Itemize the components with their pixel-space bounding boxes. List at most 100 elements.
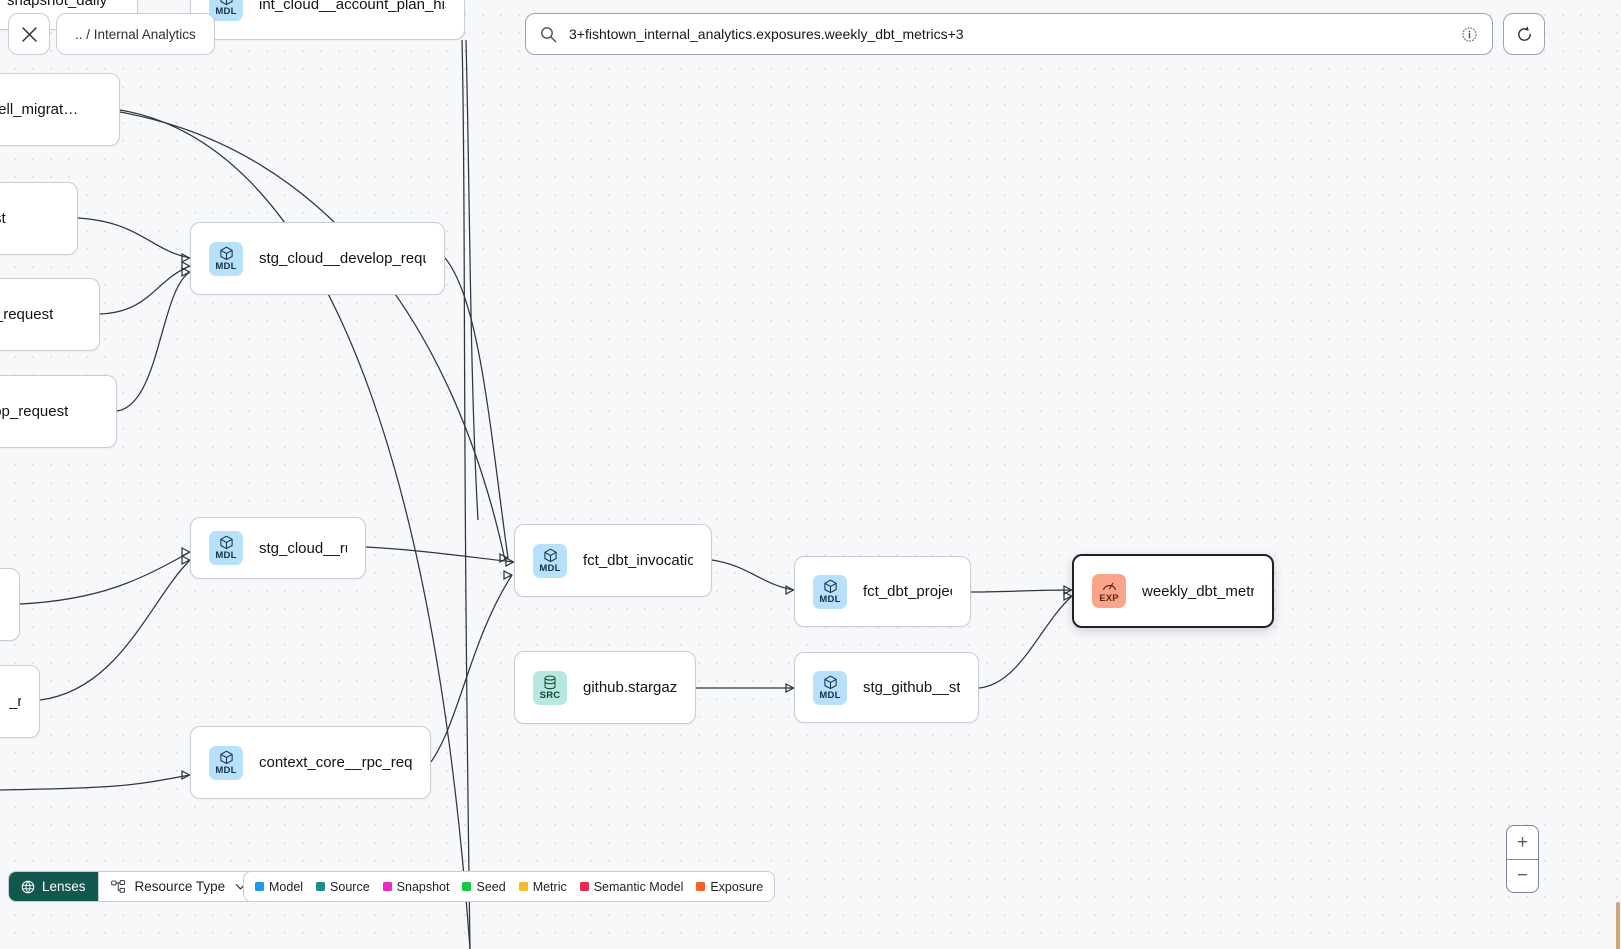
legend-swatch bbox=[462, 882, 472, 891]
lineage-node[interactable]: MDL_run bbox=[0, 665, 40, 738]
database-icon bbox=[544, 675, 556, 689]
node-type-badge-mdl: MDL bbox=[209, 0, 243, 21]
legend-label: Semantic Model bbox=[593, 879, 684, 894]
refresh-icon bbox=[1517, 25, 1531, 41]
legend-label: Metric bbox=[532, 879, 567, 894]
lineage-edge bbox=[365, 546, 515, 563]
edge-arrowhead bbox=[181, 260, 191, 272]
lineage-node[interactable]: MDLvelop_request bbox=[0, 278, 100, 351]
edge-arrowhead bbox=[181, 769, 191, 781]
lineage-node[interactable]: SRC github.stargazers bbox=[514, 651, 696, 724]
node-label: stg_github__stars bbox=[863, 679, 960, 696]
node-type-badge-label: MDL bbox=[215, 764, 237, 776]
legend-item-seed[interactable]: Seed bbox=[462, 879, 506, 894]
lineage-edge bbox=[119, 111, 506, 561]
edge-arrowhead bbox=[181, 554, 191, 566]
refresh-lineage-button[interactable] bbox=[1503, 13, 1545, 55]
node-label: weekly_dbt_metrics bbox=[1142, 582, 1254, 600]
cube-icon bbox=[219, 750, 233, 764]
resource-type-legend: Model Source Snapshot Seed Metric Semantic Mo… bbox=[243, 871, 776, 902]
lineage-node[interactable]: MDLn bbox=[0, 568, 20, 641]
legend-swatch bbox=[579, 882, 589, 891]
zoom-controls: + − bbox=[1506, 825, 1539, 893]
legend-swatch bbox=[518, 882, 528, 891]
edge-arrowhead bbox=[1063, 584, 1073, 596]
legend-item-model[interactable]: Model bbox=[255, 880, 303, 894]
info-icon[interactable] bbox=[1461, 26, 1478, 43]
node-type-badge-label: MDL bbox=[819, 689, 841, 701]
lineage-edge bbox=[978, 595, 1073, 689]
node-type-badge-mdl: MDL bbox=[209, 531, 243, 565]
node-type-badge-label: MDL bbox=[539, 562, 561, 574]
legend-item-semantic-model[interactable]: Semantic Model bbox=[579, 879, 684, 894]
legend-label: Source bbox=[330, 879, 370, 894]
lineage-edge bbox=[99, 265, 191, 315]
lineage-node[interactable]: MDL context_core__rpc_request bbox=[190, 726, 431, 799]
node-type-badge-mdl: MDL bbox=[813, 670, 847, 705]
lenses-button[interactable]: Lenses bbox=[9, 872, 98, 901]
lineage-edge bbox=[444, 257, 509, 559]
lineage-node[interactable]: MDL_develop_request bbox=[0, 375, 117, 448]
edge-arrowhead bbox=[181, 546, 191, 558]
edge-arrowhead bbox=[181, 266, 191, 278]
vertical-scrollbar-thumb[interactable] bbox=[1616, 902, 1620, 949]
edge-arrowhead bbox=[785, 682, 795, 694]
lineage-node[interactable]: EXP weekly_dbt_metrics bbox=[1072, 554, 1274, 628]
legend-item-source[interactable]: Source bbox=[316, 880, 370, 894]
lens-controls: Lenses Resource Type bbox=[8, 871, 261, 902]
cube-icon bbox=[219, 0, 233, 6]
node-label: context_core__rpc_request bbox=[259, 754, 412, 771]
zoom-out-button[interactable]: − bbox=[1507, 859, 1538, 892]
lineage-edge bbox=[970, 589, 1073, 593]
resource-type-button[interactable]: Resource Type bbox=[97, 872, 260, 901]
legend-item-snapshot[interactable]: Snapshot bbox=[382, 879, 450, 894]
legend-swatch bbox=[316, 882, 326, 891]
node-type-badge-exp: EXP bbox=[1092, 574, 1126, 608]
resource-type-label: Resource Type bbox=[134, 879, 226, 894]
legend-item-exposure[interactable]: Exposure bbox=[696, 880, 763, 894]
node-label: _develop_request bbox=[0, 403, 69, 420]
legend-label: Snapshot bbox=[396, 879, 450, 894]
node-label: multicell_migrat… bbox=[0, 101, 79, 118]
edge-arrowhead bbox=[499, 552, 509, 564]
lineage-edge bbox=[465, 39, 479, 521]
node-type-badge-mdl: MDL bbox=[533, 543, 567, 578]
lineage-search-bar[interactable] bbox=[525, 13, 1493, 55]
lineage-node[interactable]: MDL stg_github__stars bbox=[794, 652, 979, 723]
legend-label: Model bbox=[269, 879, 304, 894]
node-label: velop_request bbox=[0, 306, 54, 323]
lineage-node[interactable]: MDLp_request bbox=[0, 182, 78, 255]
node-label: fct_dbt_projects bbox=[863, 583, 952, 600]
legend-swatch bbox=[382, 882, 392, 891]
zoom-in-button[interactable]: + bbox=[1516, 831, 1529, 853]
edge-arrowhead bbox=[181, 252, 191, 264]
legend-swatch bbox=[696, 882, 706, 891]
legend-label: Seed bbox=[476, 879, 506, 894]
lineage-node[interactable]: MDLmulticell_migrat… bbox=[0, 73, 120, 146]
cube-icon bbox=[543, 548, 557, 562]
search-input[interactable] bbox=[569, 26, 1449, 42]
search-icon bbox=[541, 26, 557, 42]
gauge-icon bbox=[1102, 582, 1116, 590]
breadcrumb[interactable]: .. / Internal Analytics bbox=[56, 13, 215, 55]
node-type-badge-label: MDL bbox=[215, 260, 237, 272]
vertical-scrollbar[interactable] bbox=[1616, 62, 1621, 949]
node-type-badge-label: SRC bbox=[539, 689, 561, 701]
edge-arrowhead bbox=[505, 556, 515, 568]
edge-arrowhead bbox=[1063, 590, 1073, 602]
node-label: snapshot_daily bbox=[7, 0, 108, 9]
legend-item-metric[interactable]: Metric bbox=[518, 879, 567, 894]
close-lineage-button[interactable] bbox=[8, 13, 50, 55]
node-type-badge-src: SRC bbox=[533, 670, 567, 705]
legend-swatch bbox=[255, 882, 264, 891]
lenses-label: Lenses bbox=[42, 879, 86, 894]
close-icon bbox=[21, 26, 37, 42]
node-label: github.stargazers bbox=[583, 679, 677, 696]
